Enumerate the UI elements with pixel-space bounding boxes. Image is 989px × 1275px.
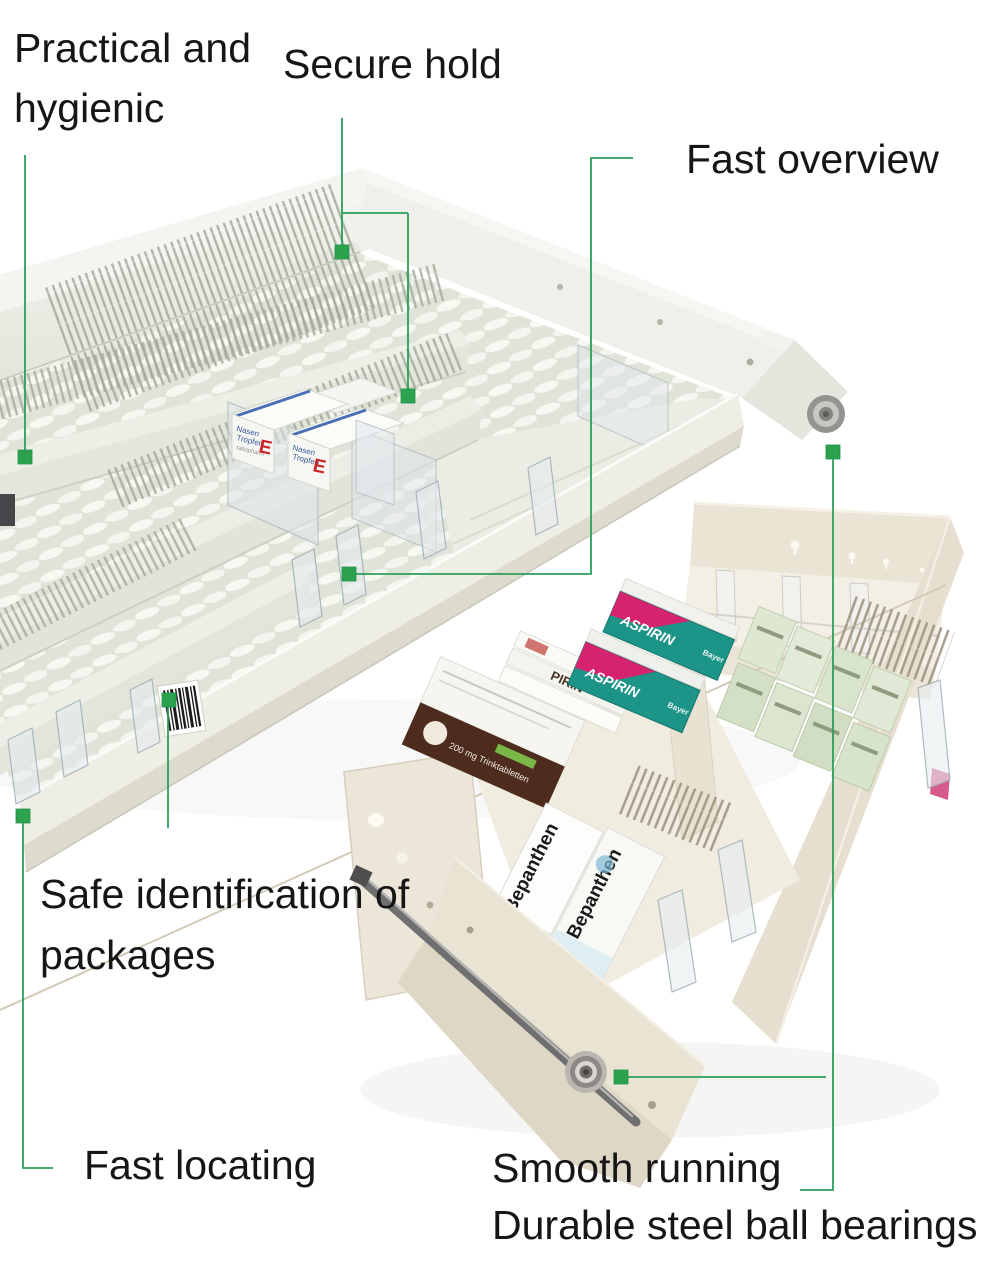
marker-secure-hold-1 (334, 244, 350, 260)
aspirin-boxes: ASPIRIN Bayer ASPIRIN Bayer (567, 577, 741, 734)
keyhole-slots (790, 540, 925, 573)
marker-fast-locating (15, 808, 31, 824)
label-safe-identification: Safe identification of packages (40, 864, 409, 986)
marker-secure-hold-2 (400, 388, 416, 404)
leader-fast-locating (22, 823, 53, 1169)
leader-smooth-running (628, 459, 834, 1191)
label-practical-hygienic: Practical and hygienic (14, 18, 251, 138)
lower-drawer-photo: PIRIN 200 mg Trinktabletten ASPIRIN Baye… (0, 501, 964, 1188)
label-smooth-line1: Smooth running (492, 1145, 782, 1191)
rear-wheel (807, 395, 845, 433)
leader-fast-overview (356, 157, 633, 575)
left-edge-bracket (0, 494, 15, 526)
nasen2-letter-e: E (311, 455, 328, 478)
label-safe-line2: packages (40, 932, 216, 978)
label-smooth-running: Smooth running Durable steel ball bearin… (492, 1140, 977, 1254)
lower-rail-clips (657, 679, 951, 993)
front-rail-clips (7, 456, 559, 805)
barcode-label (156, 679, 207, 738)
lower-back-wall (690, 501, 951, 585)
marker-smooth-running-1 (825, 444, 841, 460)
marker-fast-overview (341, 566, 357, 582)
annotation-markers (15, 244, 841, 1085)
label-safe-line1: Safe identification of (40, 871, 410, 917)
label-smooth-line2: Durable steel ball bearings (492, 1202, 978, 1248)
label-practical-line1: Practical and (14, 25, 252, 71)
marker-safe-identification (161, 692, 177, 708)
marker-practical-hygienic (17, 449, 33, 465)
nasen-tropfen-boxes: Nasen Tropfen ratiopharm E Nasen Tropfen… (230, 377, 406, 506)
front-wheel-bearing (565, 1051, 607, 1093)
maxi-drawer-photo: Nasen Tropfen ratiopharm E Nasen Tropfen… (0, 168, 848, 873)
label-fast-overview: Fast overview (686, 136, 939, 182)
marker-smooth-running-2 (613, 1069, 629, 1085)
annotation-layer (22, 118, 834, 1191)
lower-front-face (398, 857, 706, 1188)
nasen-letter-e: E (257, 436, 274, 459)
label-practical-line2: hygienic (14, 85, 165, 131)
vent-slots-right (833, 595, 955, 687)
leader-secure-hold (341, 118, 409, 389)
label-secure-hold: Secure hold (283, 41, 502, 87)
label-fast-locating: Fast locating (84, 1142, 317, 1188)
